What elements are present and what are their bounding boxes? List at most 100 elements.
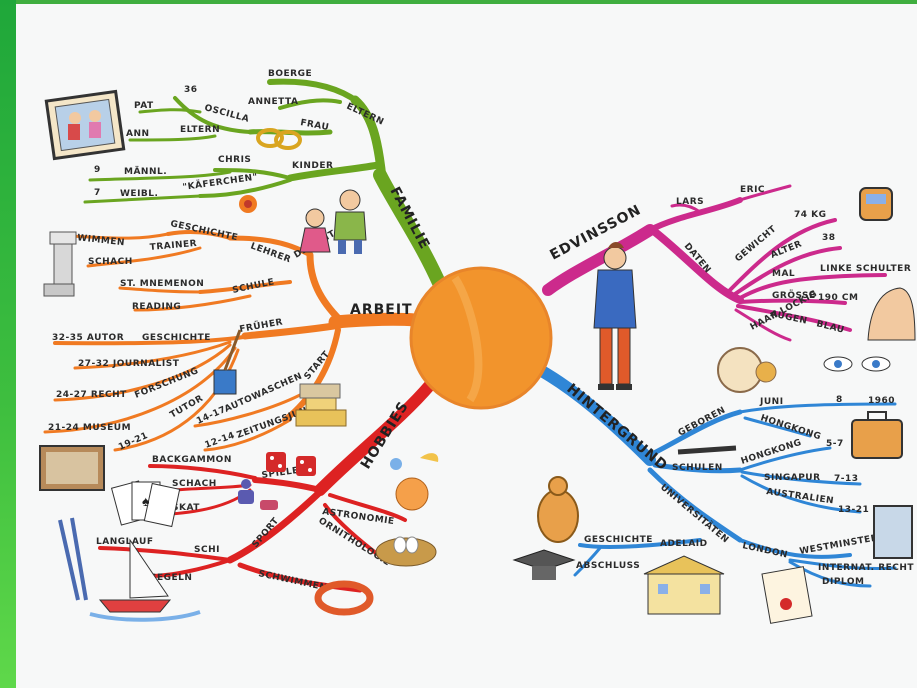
- gold-bars-icon: [295, 383, 347, 427]
- label-autor-geschichte: GESCHICHTE: [142, 333, 211, 343]
- label-skat: SKAT: [172, 503, 200, 513]
- label-internat-recht: INTERNAT. RECHT: [818, 563, 914, 573]
- label-geboren: GEBOREN: [677, 405, 728, 438]
- eyes-icon: [823, 356, 891, 372]
- label-diplom: DIPLOM: [822, 577, 864, 587]
- sun-flower-icon: [239, 195, 257, 213]
- label-mal: MAL: [772, 269, 795, 279]
- center-circle: [409, 266, 553, 410]
- label-journalist: 27-32 JOURNALIST: [78, 359, 180, 369]
- certificate-icon: [873, 505, 913, 559]
- label-year: 1960: [868, 396, 895, 406]
- label-eric: ERIC: [740, 185, 765, 195]
- playing-cards-icon: ♠: [110, 480, 181, 528]
- label-geschichte-hg: GESCHICHTE: [584, 535, 653, 545]
- label-langlauf: LANGLAUF: [96, 537, 154, 547]
- center-highlight: [451, 275, 483, 403]
- pen-icon: [677, 445, 737, 455]
- branch-hintergrund: HINTERGRUND GEBOREN JUNI 8 1960 HONGKONG…: [534, 364, 914, 588]
- school-building-icon: [643, 555, 725, 615]
- label-alter-val: 38: [822, 233, 836, 243]
- branch-arbeit: ARBEIT SCHWIMMEN TRAINER SCHACH GESCHICH…: [43, 219, 422, 453]
- sailboat-icon: [89, 538, 201, 622]
- graduation-cap-icon: [512, 549, 576, 580]
- label-reading: READING: [132, 302, 181, 312]
- label-gewicht-val: 74 KG: [794, 210, 827, 220]
- label-maennl: MÄNNL.: [124, 166, 167, 177]
- label-eltern: ELTERN: [180, 125, 220, 135]
- label-backgammon: BACKGAMMON: [152, 455, 232, 465]
- family-portrait-icon: [44, 89, 126, 161]
- label-oscilla: OSCILLA: [203, 103, 250, 125]
- label-recht: 24-27 RECHT: [56, 390, 127, 400]
- label-australien-years: 13-21: [838, 505, 869, 515]
- children-icon: [299, 189, 367, 254]
- label-pat: PAT: [134, 101, 154, 111]
- label-9: 9: [94, 165, 101, 175]
- curly-hair-icon: [717, 347, 777, 393]
- label-schach-hobby: SCHACH: [172, 479, 217, 489]
- label-juni-day: 8: [836, 395, 843, 405]
- label-museum: 21-24 MUSEUM: [48, 423, 131, 433]
- label-london: LONDON: [741, 541, 788, 560]
- swim-ring-icon: [314, 580, 374, 616]
- paint-brush-icon: [213, 329, 242, 395]
- planets-icon: [390, 453, 439, 511]
- label-groesse: GRÖSSE: [772, 290, 816, 301]
- label-hintergrund: HINTERGRUND: [563, 381, 670, 475]
- frame-left-border: [0, 0, 16, 688]
- label-ann: ANN: [126, 129, 150, 139]
- label-singapur: SINGAPUR: [764, 473, 821, 483]
- label-7: 7: [94, 188, 101, 198]
- label-frau: FRAU: [299, 118, 329, 133]
- label-schach-arbeit: SCHACH: [88, 257, 133, 267]
- frame-top-border: [0, 0, 917, 4]
- dice-icon: [266, 452, 316, 476]
- label-groesse-val: 190 CM: [818, 293, 858, 303]
- label-australien: AUSTRALIEN: [766, 487, 835, 506]
- label-weibl: WEIBL.: [120, 189, 158, 199]
- label-schwimmen-hobby: SCHWIMMEN: [257, 569, 328, 593]
- center-node: [409, 266, 553, 410]
- suitcase-icon: [851, 411, 903, 459]
- money-sack-icon: [537, 476, 579, 543]
- label-hongkong-1: HONGKONG: [759, 413, 822, 442]
- label-hk-years: 5-7: [826, 439, 844, 449]
- scale-icon: [859, 187, 893, 221]
- label-schi: SCHI: [194, 545, 220, 555]
- wedding-rings-icon: [256, 128, 302, 150]
- label-schulen: SCHULEN: [672, 463, 723, 473]
- label-hongkong-2: HONGKONG: [740, 438, 803, 467]
- label-annetta: ANNETTA: [248, 97, 298, 107]
- label-hobbies: HOBBIES: [358, 398, 412, 472]
- label-mal-val: LINKE SCHULTER: [820, 264, 911, 274]
- label-lars: LARS: [676, 197, 704, 207]
- label-segeln: SEGELN: [150, 573, 192, 583]
- label-boerge: BOERGE: [268, 69, 312, 79]
- label-juni: JUNI: [759, 397, 784, 407]
- label-universitaeten: UNIVERSITÄTEN: [658, 482, 731, 546]
- label-westminster: WESTMINSTER: [799, 533, 879, 557]
- bird-nest-icon: [375, 536, 437, 567]
- label-forschung: FORSCHUNG: [133, 366, 200, 401]
- chess-pawn-icon: [238, 479, 278, 510]
- label-familie: FAMILIE: [386, 184, 432, 252]
- label-kinder: KINDER: [292, 161, 333, 171]
- chess-rook-icon: [43, 231, 77, 297]
- label-autor: 32-35 AUTOR: [52, 333, 124, 343]
- label-st-mnemenon: ST. MNEMENON: [120, 279, 204, 289]
- label-trainer: TRAINER: [149, 239, 197, 253]
- shoulder-icon: [867, 287, 916, 341]
- label-36: 36: [184, 85, 198, 95]
- label-chris: CHRIS: [218, 155, 251, 165]
- label-singapur-years: 7-13: [834, 474, 859, 484]
- label-abschluss: ABSCHLUSS: [576, 561, 640, 571]
- svg-text:♠: ♠: [142, 493, 150, 509]
- skis-icon: [58, 517, 88, 601]
- label-augen-val: BLAU: [815, 319, 845, 336]
- label-arbeit: ARBEIT: [350, 302, 413, 318]
- label-tutor-years: 19-21: [117, 431, 150, 453]
- label-schule: SCHULE: [232, 277, 276, 296]
- man-portrait-icon: [593, 242, 637, 390]
